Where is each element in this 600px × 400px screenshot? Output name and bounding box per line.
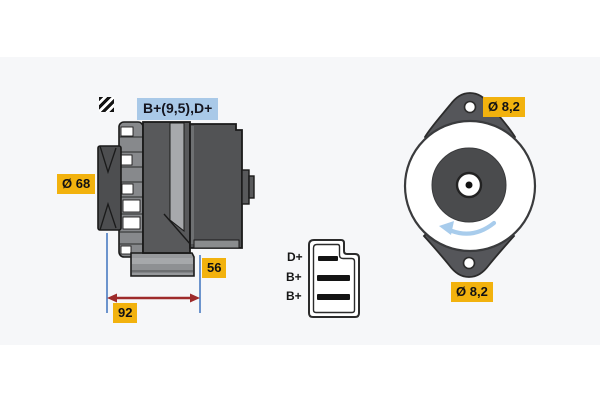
terminal-label-dplus: D+ xyxy=(287,250,303,264)
rear-housing xyxy=(189,123,243,249)
terminal-bar-bplus-2 xyxy=(317,294,350,300)
front-housing xyxy=(142,121,192,254)
connector-view xyxy=(308,239,360,318)
terminal-label-bplus-2: B+ xyxy=(286,289,302,303)
hatch-icon xyxy=(99,97,114,112)
bolt-hole-top xyxy=(463,100,477,114)
hole-diameter-top-label: Ø 8,2 xyxy=(483,97,525,118)
dimension-92-label: 92 xyxy=(113,303,138,324)
terminal-type-label: B+(9,5),D+ xyxy=(137,98,219,120)
cooling-fan xyxy=(118,121,144,258)
rear-view xyxy=(403,92,537,278)
hole-diameter-bottom-label: Ø 8,2 xyxy=(451,282,493,303)
side-view xyxy=(97,121,255,277)
terminal-bar-dplus xyxy=(318,256,338,261)
dimension-lines xyxy=(106,233,201,313)
dimension-arrow-92 xyxy=(107,293,200,303)
bolt-hole-bottom xyxy=(462,256,476,270)
rotation-arrow xyxy=(439,220,497,236)
mounting-foot xyxy=(130,252,195,277)
terminal-label-bplus-1: B+ xyxy=(286,270,302,284)
dimension-56-label: 56 xyxy=(202,258,227,279)
v-belt-pulley xyxy=(97,145,122,231)
shaft-stub xyxy=(241,169,255,205)
pulley-diameter-label: Ø 68 xyxy=(57,174,96,195)
terminal-bar-bplus-1 xyxy=(317,275,350,281)
shaft-center-dot xyxy=(465,181,473,189)
